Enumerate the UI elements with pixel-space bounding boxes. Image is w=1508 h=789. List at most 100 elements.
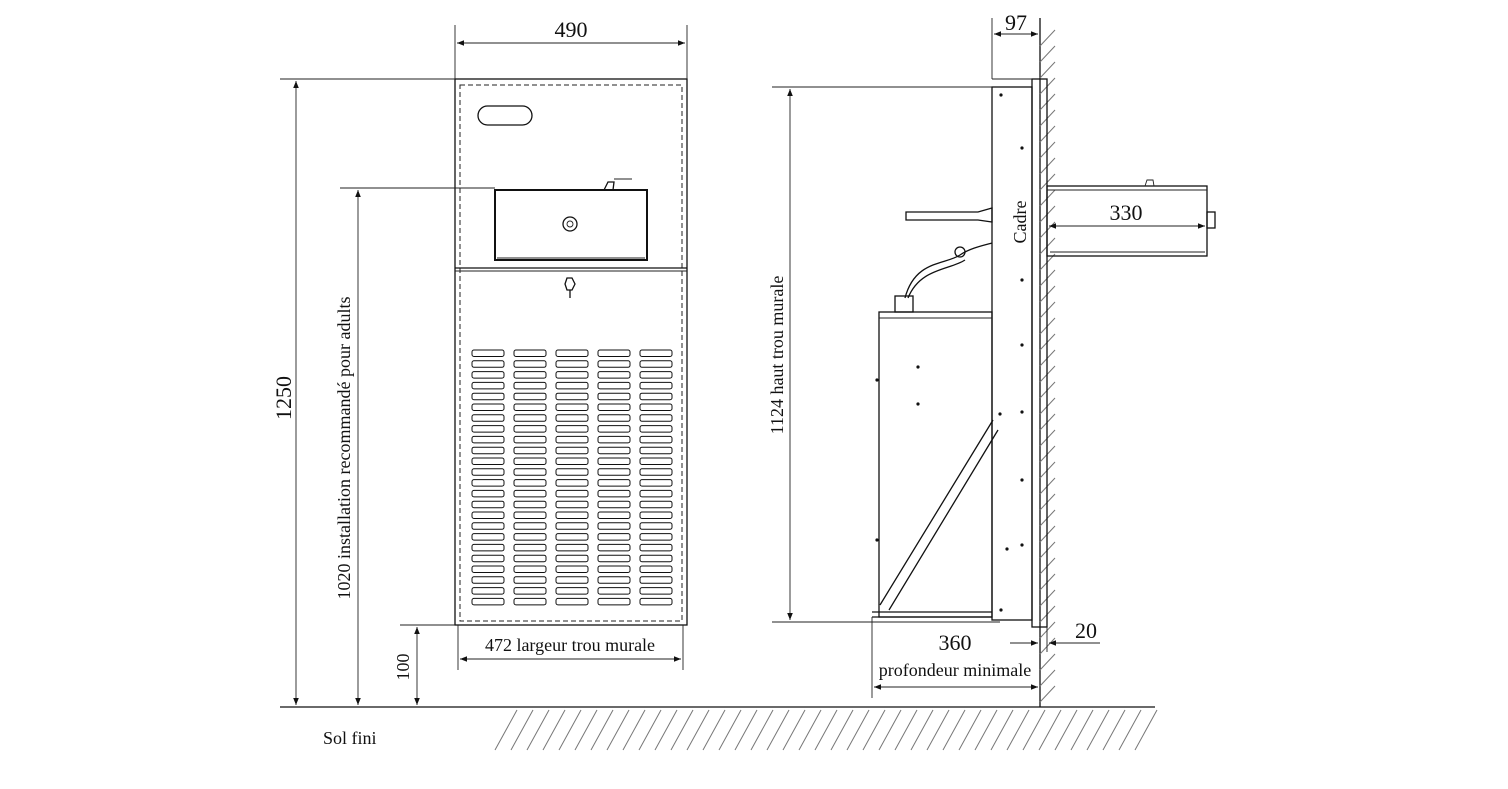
louver-slot xyxy=(639,468,673,476)
louver-slot xyxy=(513,468,547,476)
dim-depth-360: 360 xyxy=(939,630,972,655)
cabinet-outline xyxy=(454,78,688,626)
louver-slot xyxy=(555,468,589,476)
louver-slot xyxy=(513,543,547,552)
louver-slot xyxy=(513,435,547,444)
pump-icon xyxy=(894,295,914,313)
louver-slot xyxy=(639,425,673,433)
louver-slot xyxy=(639,500,673,509)
louver-slot xyxy=(597,533,631,541)
side-button-icon xyxy=(1206,211,1216,229)
louver-slot xyxy=(597,522,631,530)
louver-slot xyxy=(555,511,589,519)
louver-slot xyxy=(639,576,673,584)
louver-slot xyxy=(639,522,673,530)
louver-slot xyxy=(471,587,505,595)
louver-slot xyxy=(555,500,589,509)
louver-slot xyxy=(513,489,547,498)
louver-slot xyxy=(555,543,589,552)
louver-slot xyxy=(597,425,631,433)
louver-slot xyxy=(555,371,589,379)
louver-slot xyxy=(471,446,505,455)
louver-slot xyxy=(471,565,505,573)
louver-slot xyxy=(555,554,589,563)
louver-slot xyxy=(597,597,631,606)
louver-slot xyxy=(639,511,673,519)
louver-slot xyxy=(513,446,547,455)
louver-slot xyxy=(639,587,673,595)
louver-slot xyxy=(513,381,547,390)
louver-slot xyxy=(639,414,673,422)
unit-screws xyxy=(875,365,1009,551)
bubbler-arm xyxy=(905,207,993,223)
louver-slot xyxy=(597,500,631,509)
frame-flange xyxy=(1031,78,1048,628)
louver-slot xyxy=(639,392,673,401)
louver-slot xyxy=(639,457,673,465)
basin xyxy=(494,189,648,261)
dim-frame-20: 20 xyxy=(1075,618,1097,643)
louver-slot xyxy=(597,392,631,401)
floor-hatch xyxy=(494,709,1158,751)
louver-slot xyxy=(555,522,589,530)
louver-slot xyxy=(555,360,589,368)
louver-slot xyxy=(555,457,589,465)
valve-icon xyxy=(564,277,576,298)
louver-slot xyxy=(597,479,631,487)
dim-depth-label: profondeur minimale xyxy=(879,660,1031,680)
louver-slot xyxy=(471,522,505,530)
louver-slot xyxy=(471,543,505,552)
louver-slot xyxy=(471,597,505,606)
cooler-unit xyxy=(878,311,993,618)
side-view: Cadre 330 97 1124 haut trou murale xyxy=(767,10,1216,707)
louver-slot xyxy=(513,565,547,573)
louver-slot xyxy=(639,543,673,552)
louver-slot xyxy=(471,371,505,379)
louver-slot xyxy=(597,349,631,357)
louver-slot xyxy=(513,597,547,606)
louver-slot xyxy=(513,587,547,595)
louver-slot xyxy=(513,576,547,584)
louver-slot xyxy=(597,414,631,422)
frame xyxy=(991,86,1033,621)
louver-slot xyxy=(639,435,673,444)
louver-slot xyxy=(513,500,547,509)
louver-slot xyxy=(471,489,505,498)
louver-slot xyxy=(639,446,673,455)
louver-slot xyxy=(513,457,547,465)
louver-slot xyxy=(555,381,589,390)
louver-slot xyxy=(513,425,547,433)
louver-slot xyxy=(471,468,505,476)
louver-slot xyxy=(555,403,589,411)
louver-slot xyxy=(639,565,673,573)
louver-slot xyxy=(471,414,505,422)
louver-slot xyxy=(513,554,547,563)
dim-width-490: 490 xyxy=(555,17,588,42)
louver-slot xyxy=(555,587,589,595)
dim-wall-hole-1124: 1124 haut trou murale xyxy=(767,276,787,435)
louver-slot xyxy=(639,360,673,368)
louver-slot xyxy=(555,565,589,573)
louver-slot xyxy=(513,479,547,487)
louver-slot xyxy=(555,489,589,498)
louver-slot xyxy=(639,489,673,498)
louver-slot xyxy=(471,479,505,487)
louver-slot xyxy=(597,360,631,368)
dim-top-97: 97 xyxy=(1005,10,1027,35)
drain-icon xyxy=(562,216,578,232)
frame-screws xyxy=(998,93,1024,612)
louver-slot xyxy=(639,479,673,487)
louver-slot xyxy=(471,360,505,368)
dim-height-1250: 1250 xyxy=(271,376,296,420)
louver-slot xyxy=(471,533,505,541)
louver-slot xyxy=(471,576,505,584)
louver-slot xyxy=(555,533,589,541)
louver-slot xyxy=(597,489,631,498)
louver-slot xyxy=(597,435,631,444)
frame-label: Cadre xyxy=(1010,201,1030,244)
dim-install-1020: 1020 installation recommandé pour adults xyxy=(334,297,354,600)
louver-slot xyxy=(471,511,505,519)
louver-slot xyxy=(639,554,673,563)
